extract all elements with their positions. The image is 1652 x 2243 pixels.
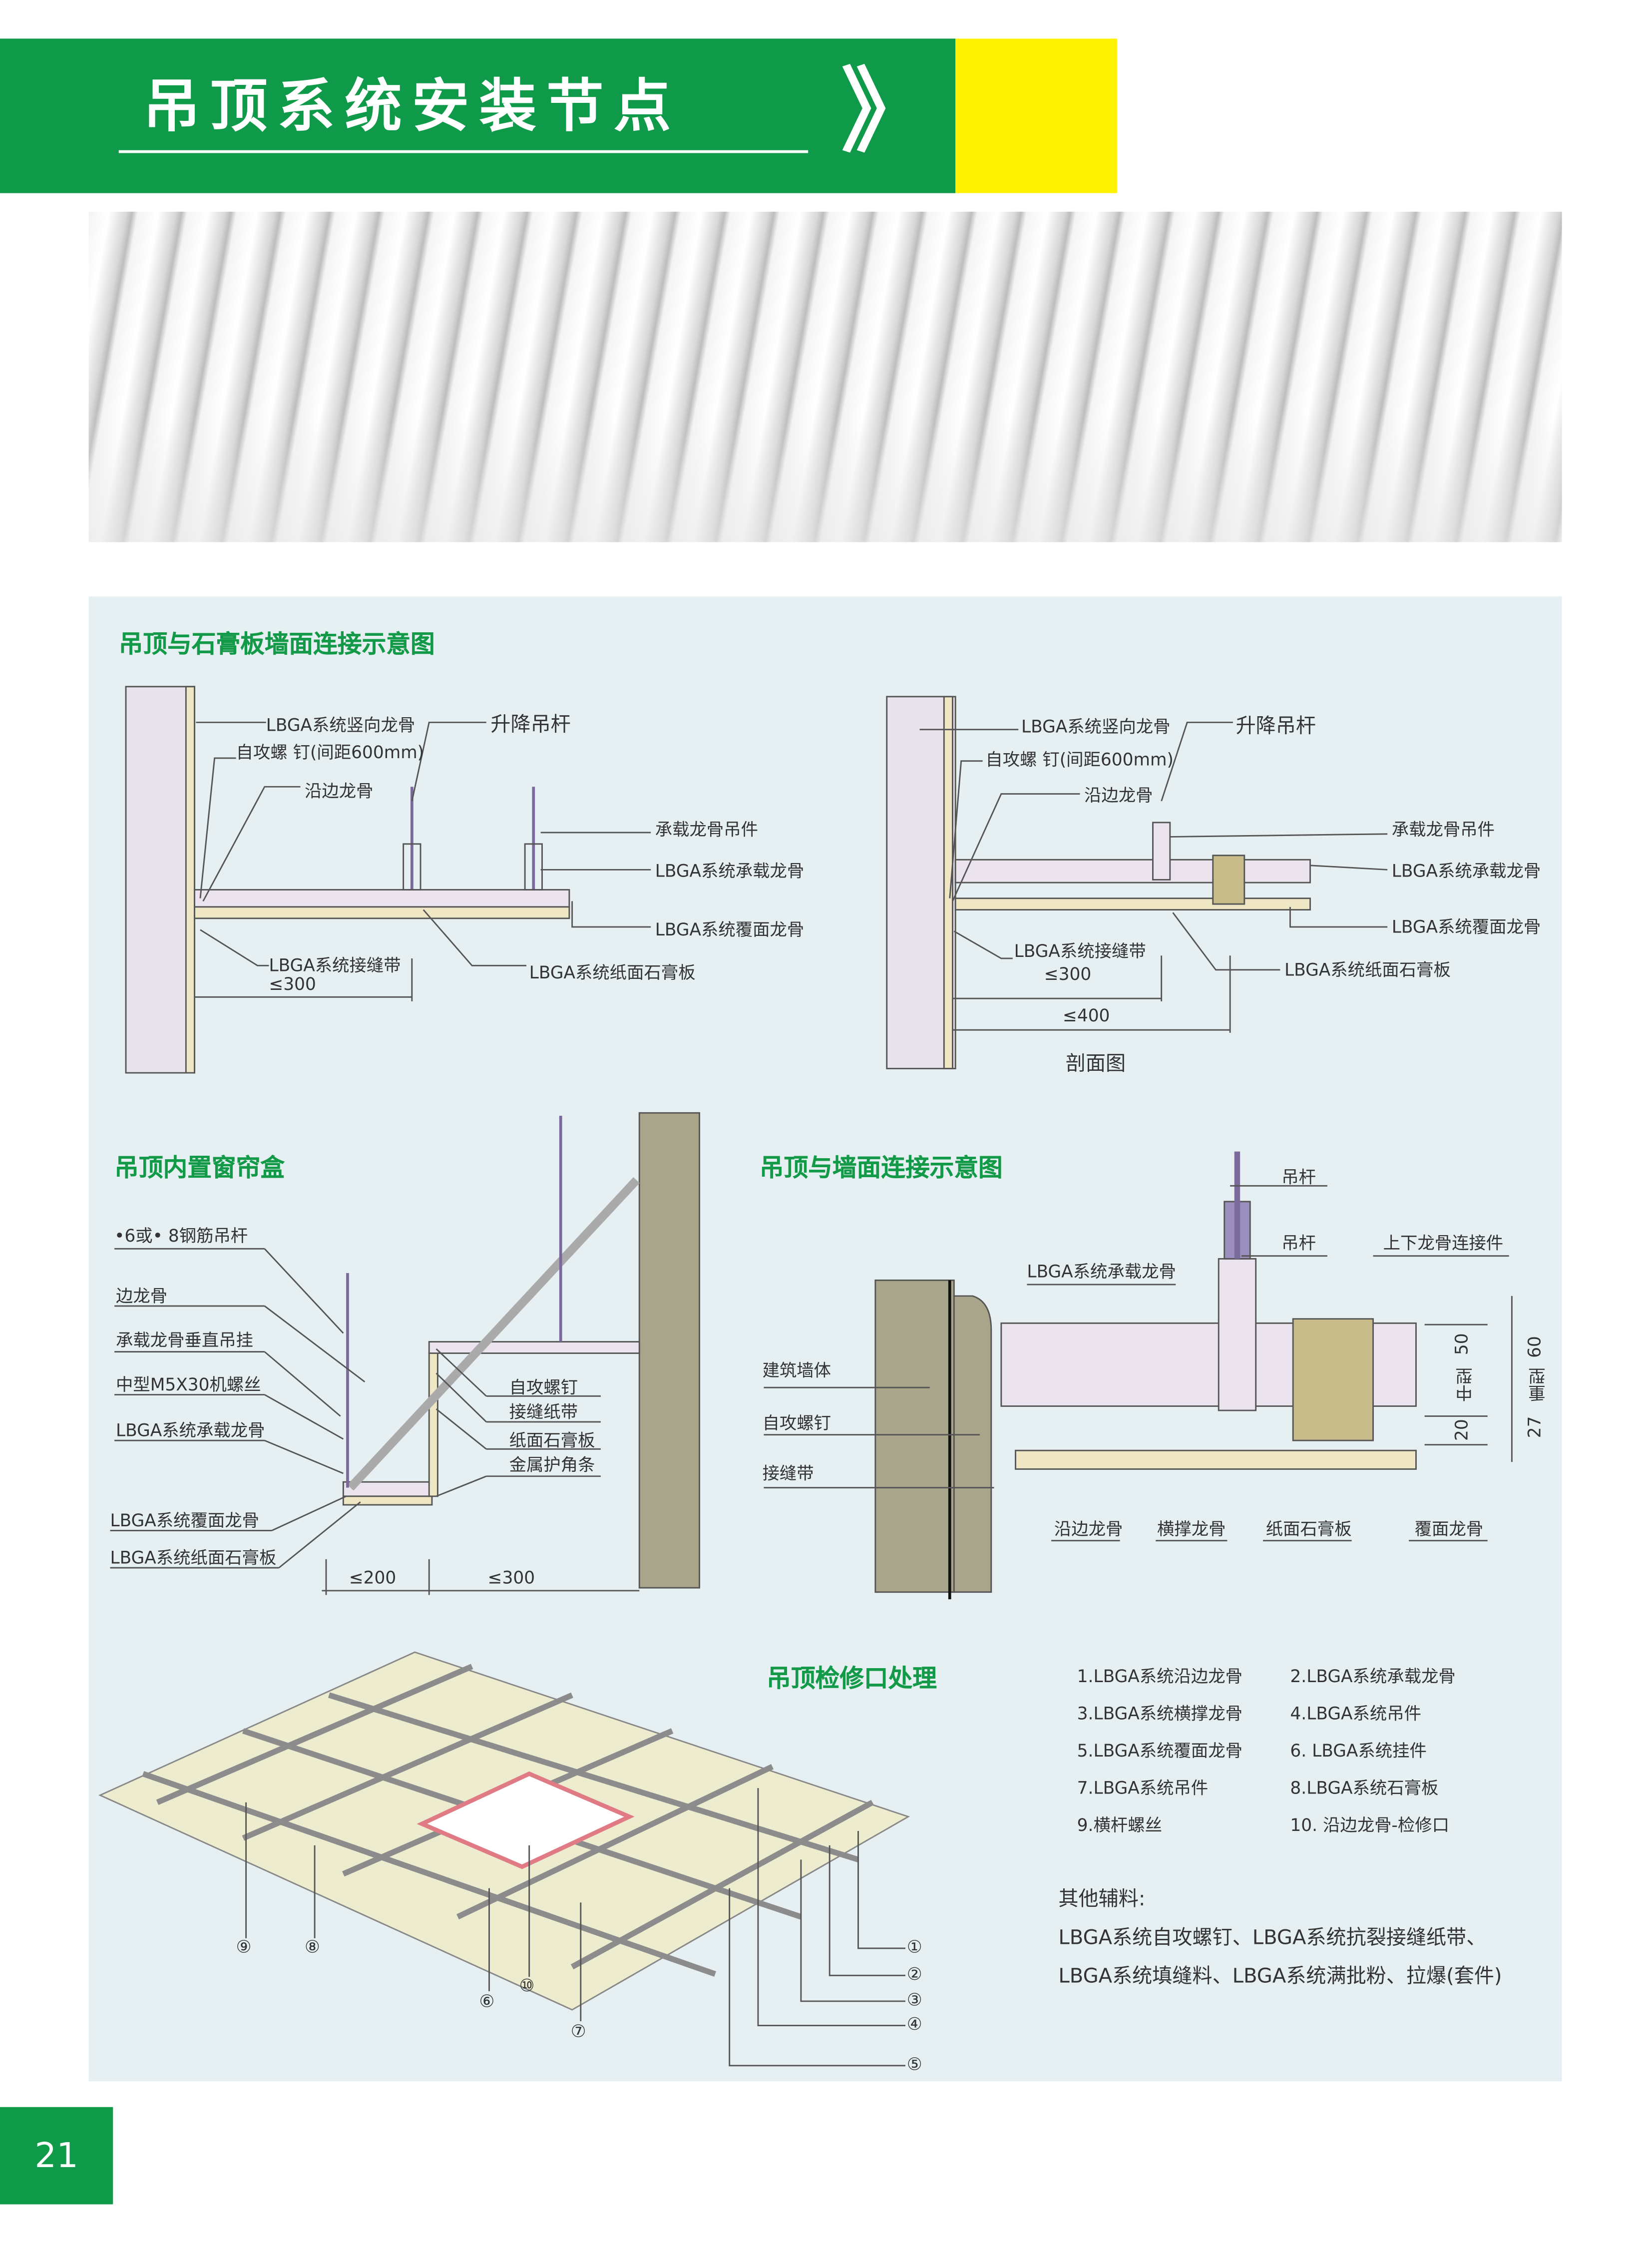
label: 升降吊杆 [1236,715,1316,738]
label: LBGA系统覆面龙骨 [1391,916,1541,937]
legend-item: 7.LBGA系统吊件 [1077,1778,1209,1798]
dimension-label: 重型 [1527,1367,1548,1402]
label: 接缝带 [762,1463,814,1484]
section-title-access-panel: 吊顶检修口处理 [767,1665,937,1694]
label: LBGA系统承载龙骨 [1027,1262,1176,1282]
dimension-label: ≤300 [269,974,316,994]
label: 横撑龙骨 [1157,1519,1226,1539]
callout-number: ③ [906,1989,922,2010]
label: 边龙骨 [115,1286,168,1306]
label: LBGA系统覆面龙骨 [655,919,805,940]
dimension-label: 20 [1452,1419,1472,1441]
dimension-label: 中型 [1454,1367,1475,1402]
callout-number: ⑤ [906,2054,922,2074]
legend-item: 9.横杆螺丝 [1077,1815,1162,1835]
label: 沿边龙骨 [1084,785,1153,806]
label: LBGA系统接缝带 [1014,941,1146,961]
other-materials-title: 其他辅料: [1058,1888,1146,1911]
label: LBGA系统覆面龙骨 [110,1510,260,1531]
label: 金属护角条 [509,1454,595,1475]
label: LBGA系统承载龙骨 [655,861,805,882]
diagram4-drawing [764,1151,1513,1600]
legend-item: 6. LBGA系统挂件 [1290,1741,1427,1761]
other-materials-line: LBGA系统填缝料、LBGA系统满批粉、拉爆(套件) [1058,1965,1502,1989]
caption: 剖面图 [1065,1052,1126,1076]
title-underline [118,150,809,153]
label: 吊杆 [1281,1233,1316,1253]
label: 沿边龙骨 [1054,1519,1123,1539]
legend-item: 2.LBGA系统承载龙骨 [1290,1666,1456,1687]
label: 覆面龙骨 [1414,1519,1484,1539]
label: 吊杆 [1281,1167,1316,1188]
callout-number: ⑥ [479,1991,495,2011]
section-title-wall-connection: 吊顶与墙面连接示意图 [759,1154,1003,1183]
legend-item: 5.LBGA系统覆面龙骨 [1077,1741,1242,1761]
dimension-label: ≤400 [1063,1005,1110,1026]
dimension-label: 27 [1525,1416,1545,1438]
dimension-label: ≤300 [487,1568,535,1588]
diagram5-drawing [98,1651,910,2067]
diagram1-drawing [125,686,651,1074]
callout-number: ② [906,1964,922,1984]
page-number: 21 [0,2107,113,2205]
label: 升降吊杆 [490,714,571,737]
header-accent [955,38,1117,193]
callout-number: ⑦ [570,2021,586,2042]
label: LBGA系统承载龙骨 [115,1420,265,1441]
ceiling-photo [88,211,1562,542]
label: LBGA系统承载龙骨 [1391,861,1541,882]
label: 中型M5X30机螺丝 [115,1374,261,1395]
dimension-label: 60 [1525,1336,1545,1358]
chevron-right-icon: 》 [841,60,933,166]
callout-number: ⑧ [305,1936,320,1957]
callout-number: ① [906,1936,922,1957]
legend-item: 1.LBGA系统沿边龙骨 [1077,1666,1242,1687]
label: 纸面石膏板 [1265,1519,1352,1539]
dimension-label: ≤200 [349,1568,397,1588]
legend-item: 8.LBGA系统石膏板 [1290,1778,1439,1798]
legend-item: 4.LBGA系统吊件 [1290,1704,1421,1724]
label: 接缝纸带 [509,1401,578,1422]
legend-item: 10. 沿边龙骨-检修口 [1290,1815,1450,1835]
label: 建筑墙体 [762,1360,831,1380]
label: LBGA系统纸面石膏板 [1284,959,1451,980]
label: 承载龙骨吊件 [655,820,759,840]
label: LBGA系统纸面石膏板 [529,962,696,983]
label: 承载龙骨吊件 [1391,820,1495,840]
dimension-label: ≤300 [1044,964,1092,984]
dimension-label: 50 [1452,1333,1472,1355]
legend-item: 3.LBGA系统横撑龙骨 [1077,1704,1242,1724]
diagram2-drawing [886,696,1388,1069]
label: 沿边龙骨 [305,781,374,801]
label: 纸面石膏板 [509,1430,595,1451]
callout-number: ⑩ [519,1975,535,1996]
callout-number: ⑨ [236,1936,252,1957]
label: •6或• 8钢筋吊杆 [114,1226,248,1246]
label: 自攻螺 钉(间距600mm) [236,742,424,763]
label: 自攻螺钉 [762,1413,831,1433]
other-materials-line: LBGA系统自攻螺钉、LBGA系统抗裂接缝纸带、 [1058,1926,1487,1950]
label: LBGA系统竖向龙骨 [266,715,415,736]
section-title-curtain-box: 吊顶内置窗帘盒 [114,1154,285,1183]
label: 自攻螺 钉(间距600mm) [985,749,1174,770]
label: 承载龙骨垂直吊挂 [115,1330,253,1350]
diagram3-drawing [110,1112,700,1595]
header-bar [0,38,956,193]
section-title-gypsum-wall: 吊顶与石膏板墙面连接示意图 [118,631,435,660]
callout-number: ④ [906,2014,922,2034]
label: LBGA系统接缝带 [269,955,401,976]
label: 自攻螺钉 [509,1377,578,1398]
label: LBGA系统纸面石膏板 [110,1547,277,1568]
page-title: 吊顶系统安装节点 [143,74,681,140]
label: LBGA系统竖向龙骨 [1021,716,1171,737]
label: 上下龙骨连接件 [1383,1233,1504,1253]
